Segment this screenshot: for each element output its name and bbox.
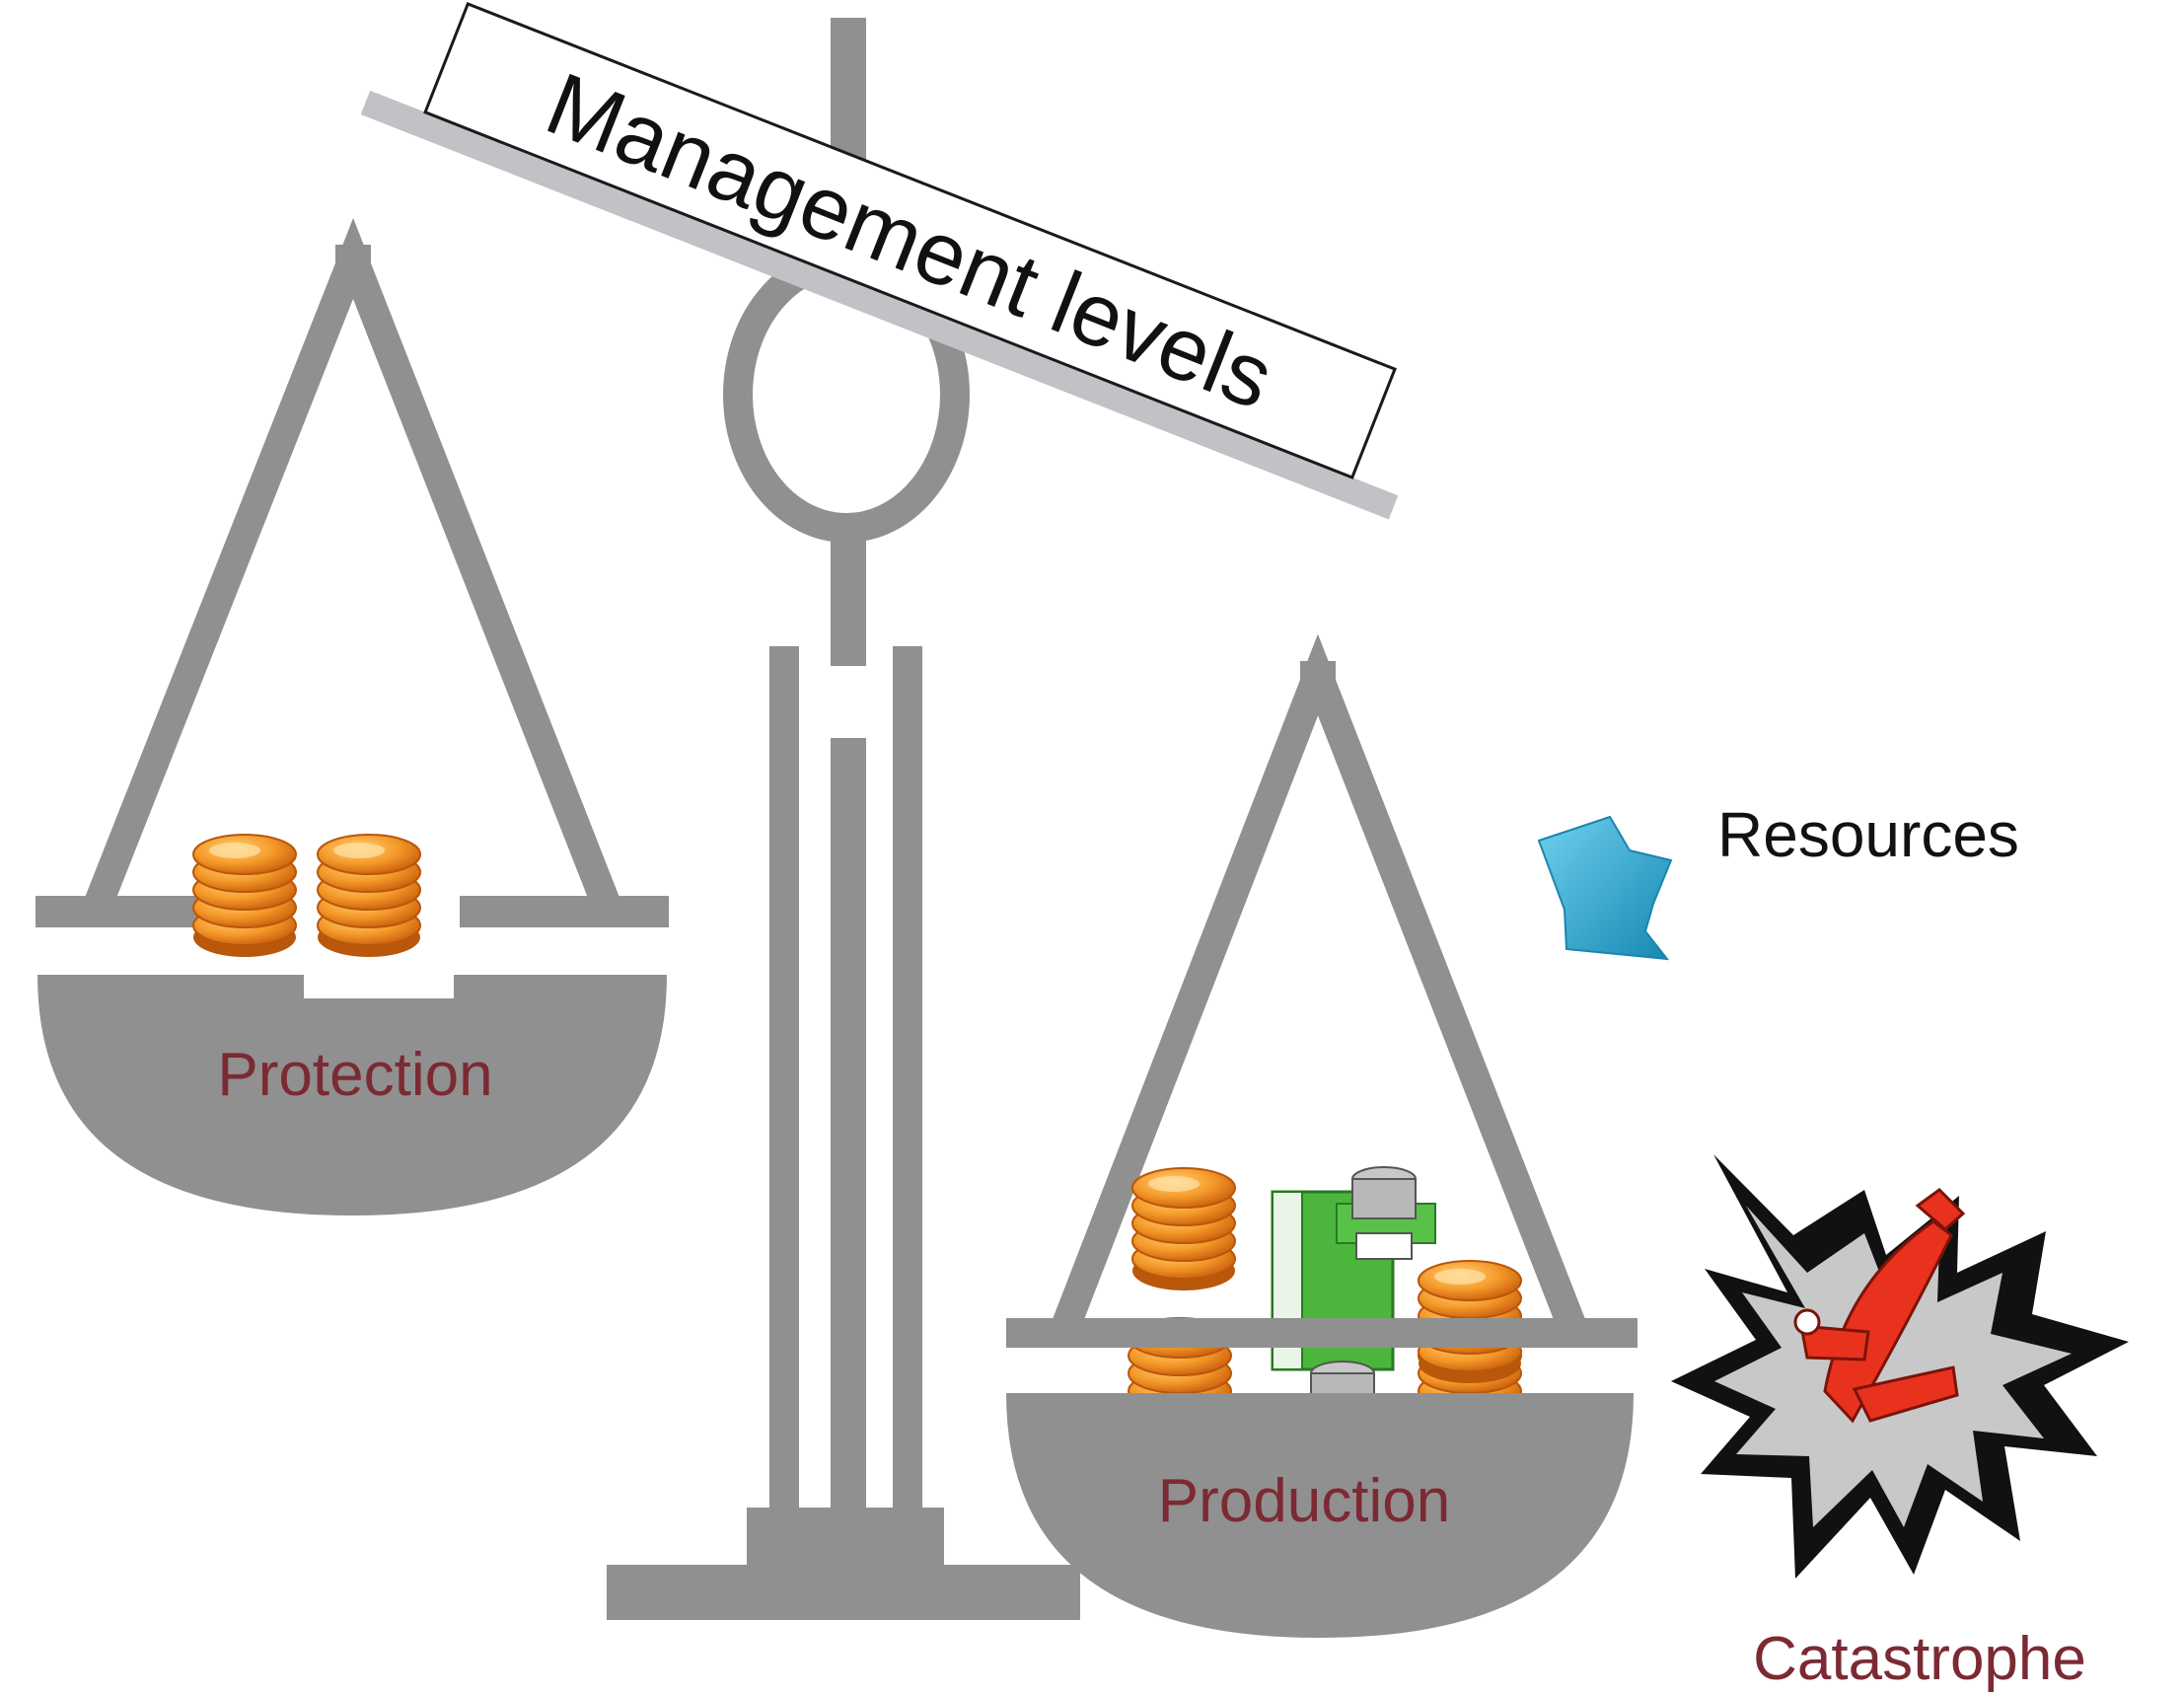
catastrophe-graphic: Catastrophe [1671,1154,2129,1693]
diagram-title: Management levels [534,54,1286,428]
scale-column [607,18,1080,1620]
right-pan-plate [1006,1318,1638,1348]
beam-group: Management levels [360,2,1399,520]
crashed-plane-icon [1793,1188,1966,1424]
right-pan: Production [1006,633,1638,1638]
coin-stack-icon [1131,1167,1236,1291]
coin-stack-icon [317,834,421,958]
resource-drop-icon [1537,815,1673,961]
title-box [423,2,1397,479]
right-pan-bowl [1006,1393,1634,1638]
left-pan: Protection [36,218,669,1215]
left-pan-label: Protection [217,1041,492,1109]
left-pan-hanger [85,218,619,909]
coin-stack-icon [192,834,297,958]
right-pan-label: Production [1158,1467,1450,1535]
legend-resources-label: Resources [1717,799,2019,870]
left-pan-bowl [37,975,667,1215]
legend-resources: Resources [1537,799,2019,961]
cash-bundle-icon [1271,1166,1436,1398]
scale-beam [360,90,1399,520]
right-pan-hanger [1052,633,1586,1333]
catastrophe-label: Catastrophe [1753,1625,2086,1693]
